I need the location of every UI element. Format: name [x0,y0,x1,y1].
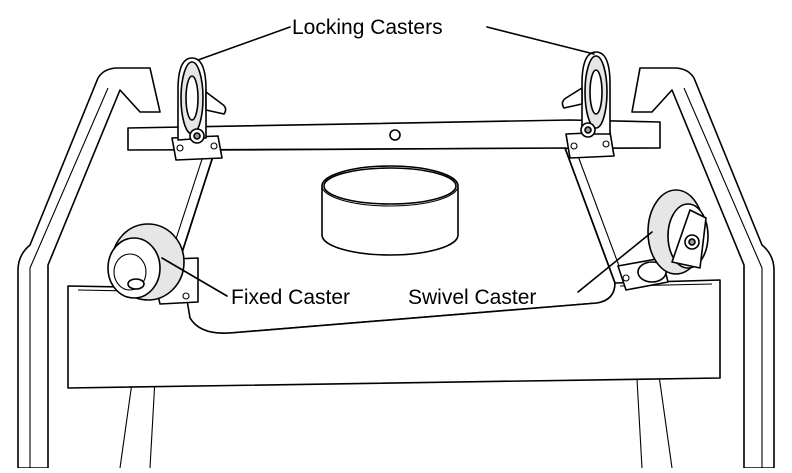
swivel-caster [617,189,709,291]
label-fixed-caster: Fixed Caster [231,286,350,309]
locking-caster-right [561,51,615,159]
leader-locking-right [486,26,595,55]
fixed-caster [107,223,199,305]
leader-swivel [577,231,653,293]
label-locking-casters: Locking Casters [292,16,443,39]
center-ring [321,165,459,256]
tray-back-rim [127,119,661,151]
callout-leaders [161,26,653,297]
leader-fixed [161,257,228,297]
leader-locking-left [197,26,291,61]
label-swivel-caster: Swivel Caster [408,286,536,309]
locking-caster-left [171,57,227,161]
